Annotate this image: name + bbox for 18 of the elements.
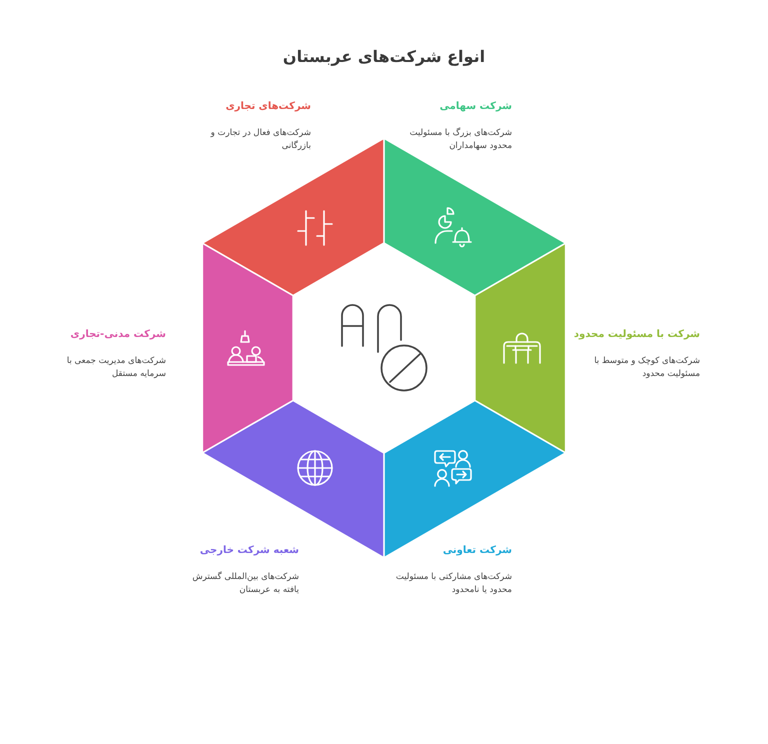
segment-heading: شرکت‌های تجاری xyxy=(226,100,311,113)
segment-description: شرکت‌های فعال در تجارت و بازرگانی xyxy=(209,127,311,153)
segment-heading: شرکت با مسئولیت محدود xyxy=(574,328,700,341)
hexagon-segment xyxy=(476,244,565,452)
segment-description: شرکت‌های کوچک و متوسط با مسئولیت محدود xyxy=(593,355,700,381)
segment-description: شرکت‌های بین‌المللی گسترش یافته به عربستان xyxy=(191,571,299,597)
segment-heading: شعبه شرکت خارجی xyxy=(200,544,299,557)
hexagon-segment xyxy=(384,140,564,295)
hexagon-segment xyxy=(204,140,384,295)
segment-heading: شرکت تعاونی xyxy=(442,544,512,557)
diagram-title: انواع شرکت‌های عربستان xyxy=(282,47,486,66)
hexagon-segment xyxy=(384,401,564,556)
segment-heading: شرکت مدنی-تجاری xyxy=(70,328,166,341)
segment-description: شرکت‌های مدیریت جمعی با سرمایه مستقل xyxy=(66,355,166,381)
segment-description: شرکت‌های بزرگ با مسئولیت محدود سهامداران xyxy=(408,127,512,153)
segment-heading: شرکت سهامی xyxy=(440,100,512,113)
hexagon-segment xyxy=(203,244,292,452)
segment-description: شرکت‌های مشارکتی با مسئولیت محدود یا نامحدود xyxy=(394,571,512,597)
